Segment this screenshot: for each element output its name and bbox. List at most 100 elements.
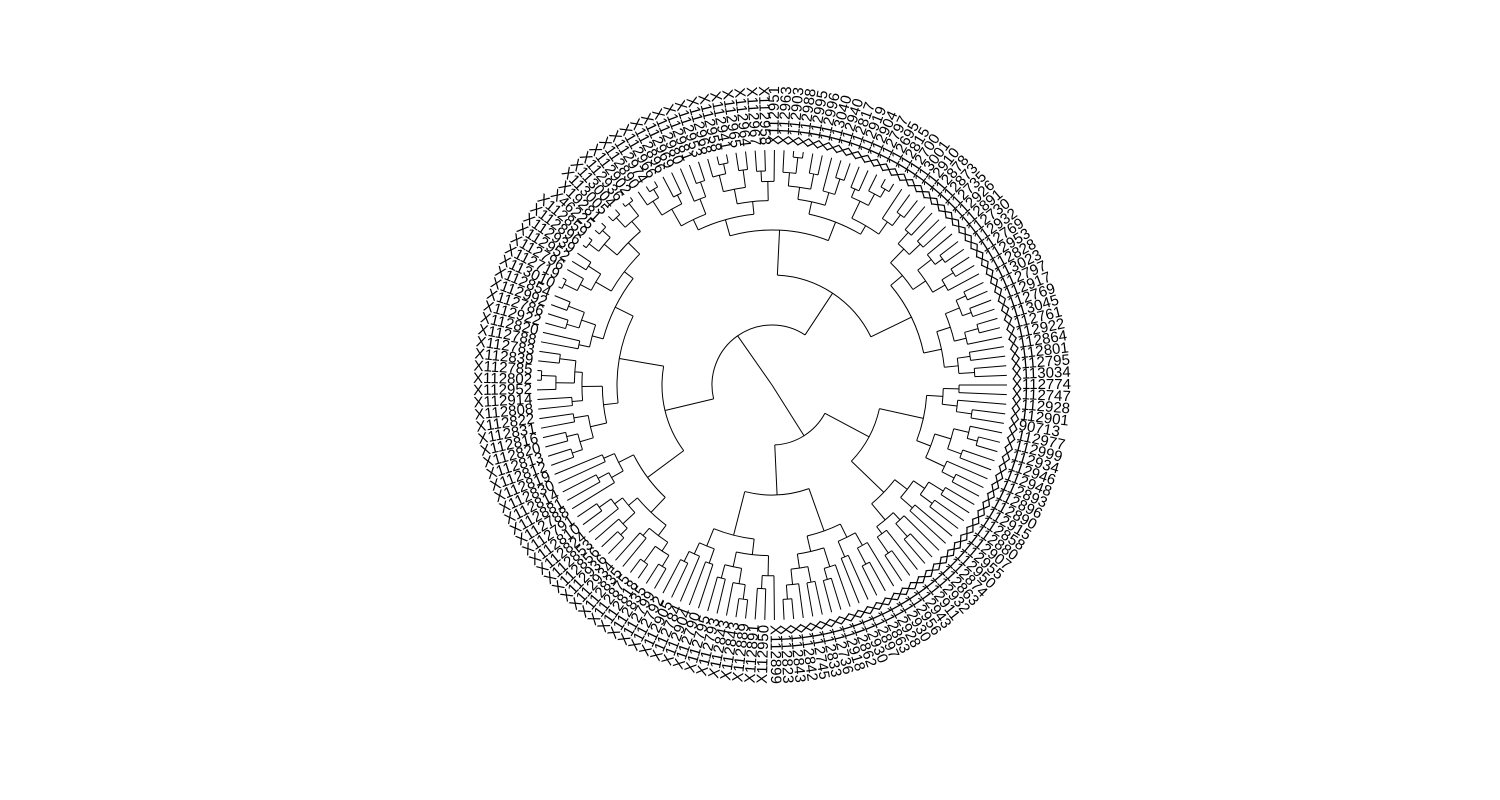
internal-branch (823, 547, 831, 567)
internal-branch (699, 198, 707, 215)
internal-branch (650, 497, 666, 513)
branch-arc (936, 331, 945, 368)
internal-branch (876, 526, 883, 534)
branch-arc (941, 279, 949, 291)
branch-arc (793, 156, 803, 159)
internal-branch (602, 230, 611, 238)
internal-branch (592, 335, 604, 340)
branch-arc (680, 559, 689, 564)
internal-branch (912, 280, 926, 290)
internal-branch (572, 400, 583, 402)
internal-branch (900, 497, 913, 509)
internal-branch (615, 217, 626, 228)
tip-branch (615, 209, 621, 215)
tip-branch (601, 222, 607, 228)
tip-branch (782, 599, 785, 620)
internal-branch (854, 532, 863, 546)
tip-branch (822, 580, 833, 613)
tip-branch (540, 341, 579, 350)
branch-arc (941, 460, 948, 473)
internal-branch (676, 194, 683, 205)
tip-branch (955, 264, 975, 277)
internal-branch (776, 230, 781, 276)
internal-branch (892, 512, 901, 521)
internal-branch (723, 163, 727, 174)
internal-branch (647, 450, 685, 478)
tree-branches (537, 150, 1007, 620)
tip-branch (850, 166, 860, 188)
tip-label: X112889 (729, 622, 753, 682)
branch-arc (622, 497, 636, 513)
tip-branch (615, 532, 641, 561)
branch-arc (585, 239, 593, 248)
internal-branch (834, 178, 841, 195)
internal-branch (890, 275, 903, 286)
tip-branch (903, 538, 926, 564)
tip-branch (764, 150, 766, 171)
internal-branch (618, 454, 634, 463)
tip-branch (791, 598, 795, 620)
tip-label: X112891 (742, 624, 763, 684)
tip-label: X112808 (474, 401, 534, 424)
branch-arc (919, 481, 930, 495)
branch-arc (613, 453, 624, 472)
branch-arc (890, 285, 925, 354)
internal-branch (956, 411, 972, 415)
internal-branch (720, 564, 726, 579)
tip-branch (735, 598, 740, 618)
branch-arc (590, 273, 602, 291)
internal-branch (936, 326, 951, 333)
tip-branch (588, 508, 619, 533)
branch-arc (647, 197, 659, 206)
branch-arc (774, 413, 826, 446)
branch-arc (640, 558, 649, 565)
tip-branch (558, 286, 563, 289)
internal-branch (934, 433, 952, 440)
internal-branch (953, 428, 969, 433)
internal-branch (925, 457, 945, 467)
branch-arc (571, 397, 573, 406)
branch-arc (616, 315, 634, 404)
branch-arc (823, 577, 832, 582)
tip-branch (969, 346, 1004, 353)
tip-branch (944, 248, 965, 263)
tip-label: X112823 (776, 624, 796, 684)
tip-label: X112963 (775, 86, 795, 146)
internal-branch (897, 232, 909, 245)
internal-branch (692, 219, 699, 231)
tip-label: X113034 (1011, 364, 1071, 383)
branch-arc (705, 561, 714, 565)
tip-branch (582, 510, 603, 526)
branch-arc (661, 366, 685, 451)
tip-label: X112928 (1011, 396, 1071, 418)
tip-branch (861, 565, 878, 596)
branch-arc (558, 354, 561, 364)
branch-arc (808, 213, 861, 235)
tip-branch (608, 215, 614, 222)
internal-branch (804, 292, 834, 336)
branch-arc (610, 253, 641, 292)
branch-arc (947, 428, 955, 450)
internal-branch (603, 453, 615, 459)
branch-arc (926, 254, 936, 265)
internal-branch (824, 412, 870, 438)
tip-branch (545, 440, 568, 448)
tip-branch (798, 583, 804, 618)
tip-branch (888, 183, 895, 192)
tip-branch (745, 151, 749, 170)
internal-branch (860, 225, 867, 235)
branch-arc (782, 171, 797, 174)
internal-branch (579, 437, 594, 443)
internal-branch (724, 219, 731, 236)
tip-branch (622, 537, 647, 567)
tip-branch (868, 174, 878, 192)
branch-arc (585, 262, 592, 271)
tip-branch (808, 153, 814, 174)
branch-arc (880, 186, 890, 193)
internal-branch (752, 201, 755, 215)
tip-branch (688, 164, 697, 184)
tip-label: X112843 (786, 623, 808, 683)
internal-branch (614, 497, 623, 505)
tip-branch (547, 448, 572, 457)
tip-branch (654, 181, 659, 188)
